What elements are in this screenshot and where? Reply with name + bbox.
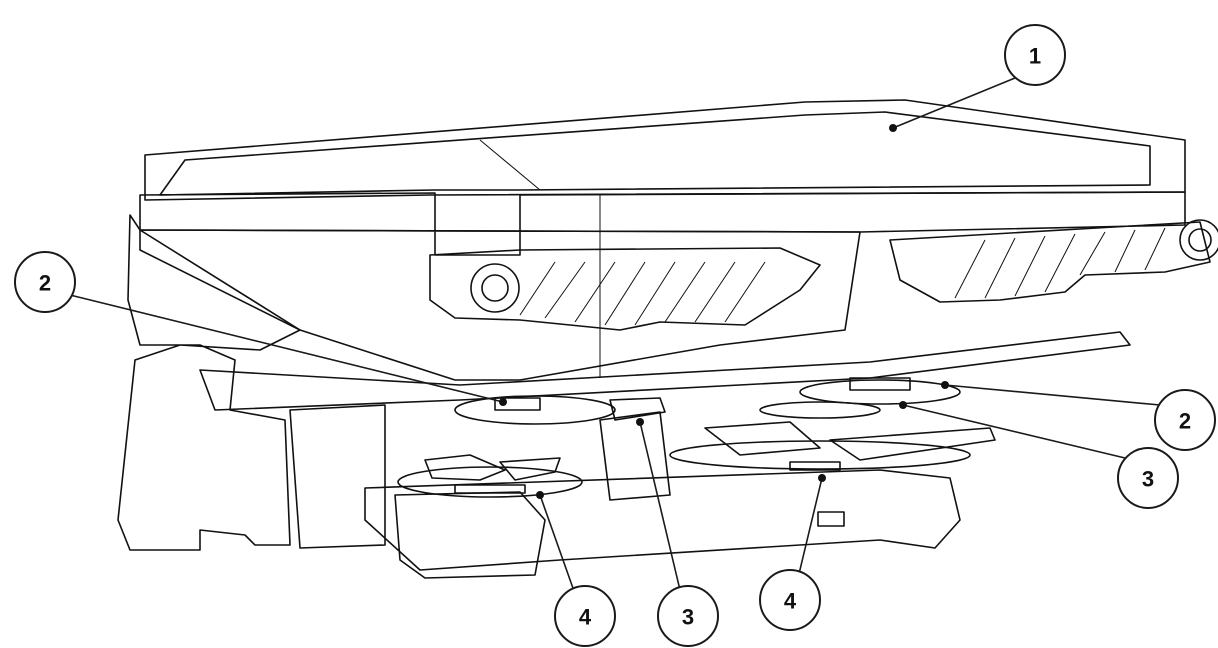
lamp-right bbox=[1179, 219, 1218, 261]
hopper-opening bbox=[159, 111, 1151, 196]
frame bbox=[199, 331, 1131, 579]
callout-2-right: 2 bbox=[1154, 389, 1216, 451]
hopper-rim bbox=[144, 99, 1186, 201]
side-panel bbox=[117, 214, 301, 551]
callout-1: 1 bbox=[1004, 24, 1066, 86]
light-bar-left bbox=[429, 247, 821, 331]
lamp-left bbox=[470, 263, 520, 313]
callout-3-bottom: 3 bbox=[657, 585, 719, 647]
leader-lines bbox=[69, 77, 1161, 609]
hopper-body bbox=[139, 229, 861, 381]
guard-bar bbox=[199, 331, 1131, 411]
spreading-disc-left bbox=[397, 454, 583, 498]
main-frame-beam bbox=[364, 469, 961, 571]
spreading-disc-right bbox=[669, 421, 996, 471]
hopper bbox=[117, 99, 1218, 551]
hopper-divider bbox=[479, 139, 541, 191]
callout-label: 3 bbox=[682, 605, 694, 630]
dosing-slide-left bbox=[454, 395, 616, 425]
frame-front-plate bbox=[394, 491, 546, 579]
callout-2-left: 2 bbox=[14, 251, 76, 313]
callout-label: 2 bbox=[39, 271, 51, 296]
dosing-slide-right bbox=[799, 377, 961, 405]
callout-label: 3 bbox=[1142, 467, 1154, 492]
callout-3-right: 3 bbox=[1117, 447, 1179, 509]
callout-label: 2 bbox=[1179, 409, 1191, 434]
callout-label: 1 bbox=[1029, 44, 1041, 69]
callout-label: 4 bbox=[579, 605, 592, 630]
rear-bracket bbox=[289, 404, 386, 549]
callout-4-right: 4 bbox=[759, 569, 821, 631]
hopper-front-wall bbox=[139, 191, 1186, 256]
callout-4-left: 4 bbox=[554, 585, 616, 647]
agitator-left bbox=[609, 397, 666, 421]
agitator-right bbox=[759, 401, 881, 419]
light-bar-right bbox=[889, 219, 1218, 303]
gearbox-housing bbox=[599, 411, 671, 501]
callout-label: 4 bbox=[784, 589, 797, 614]
frame-label-plate bbox=[817, 511, 845, 527]
